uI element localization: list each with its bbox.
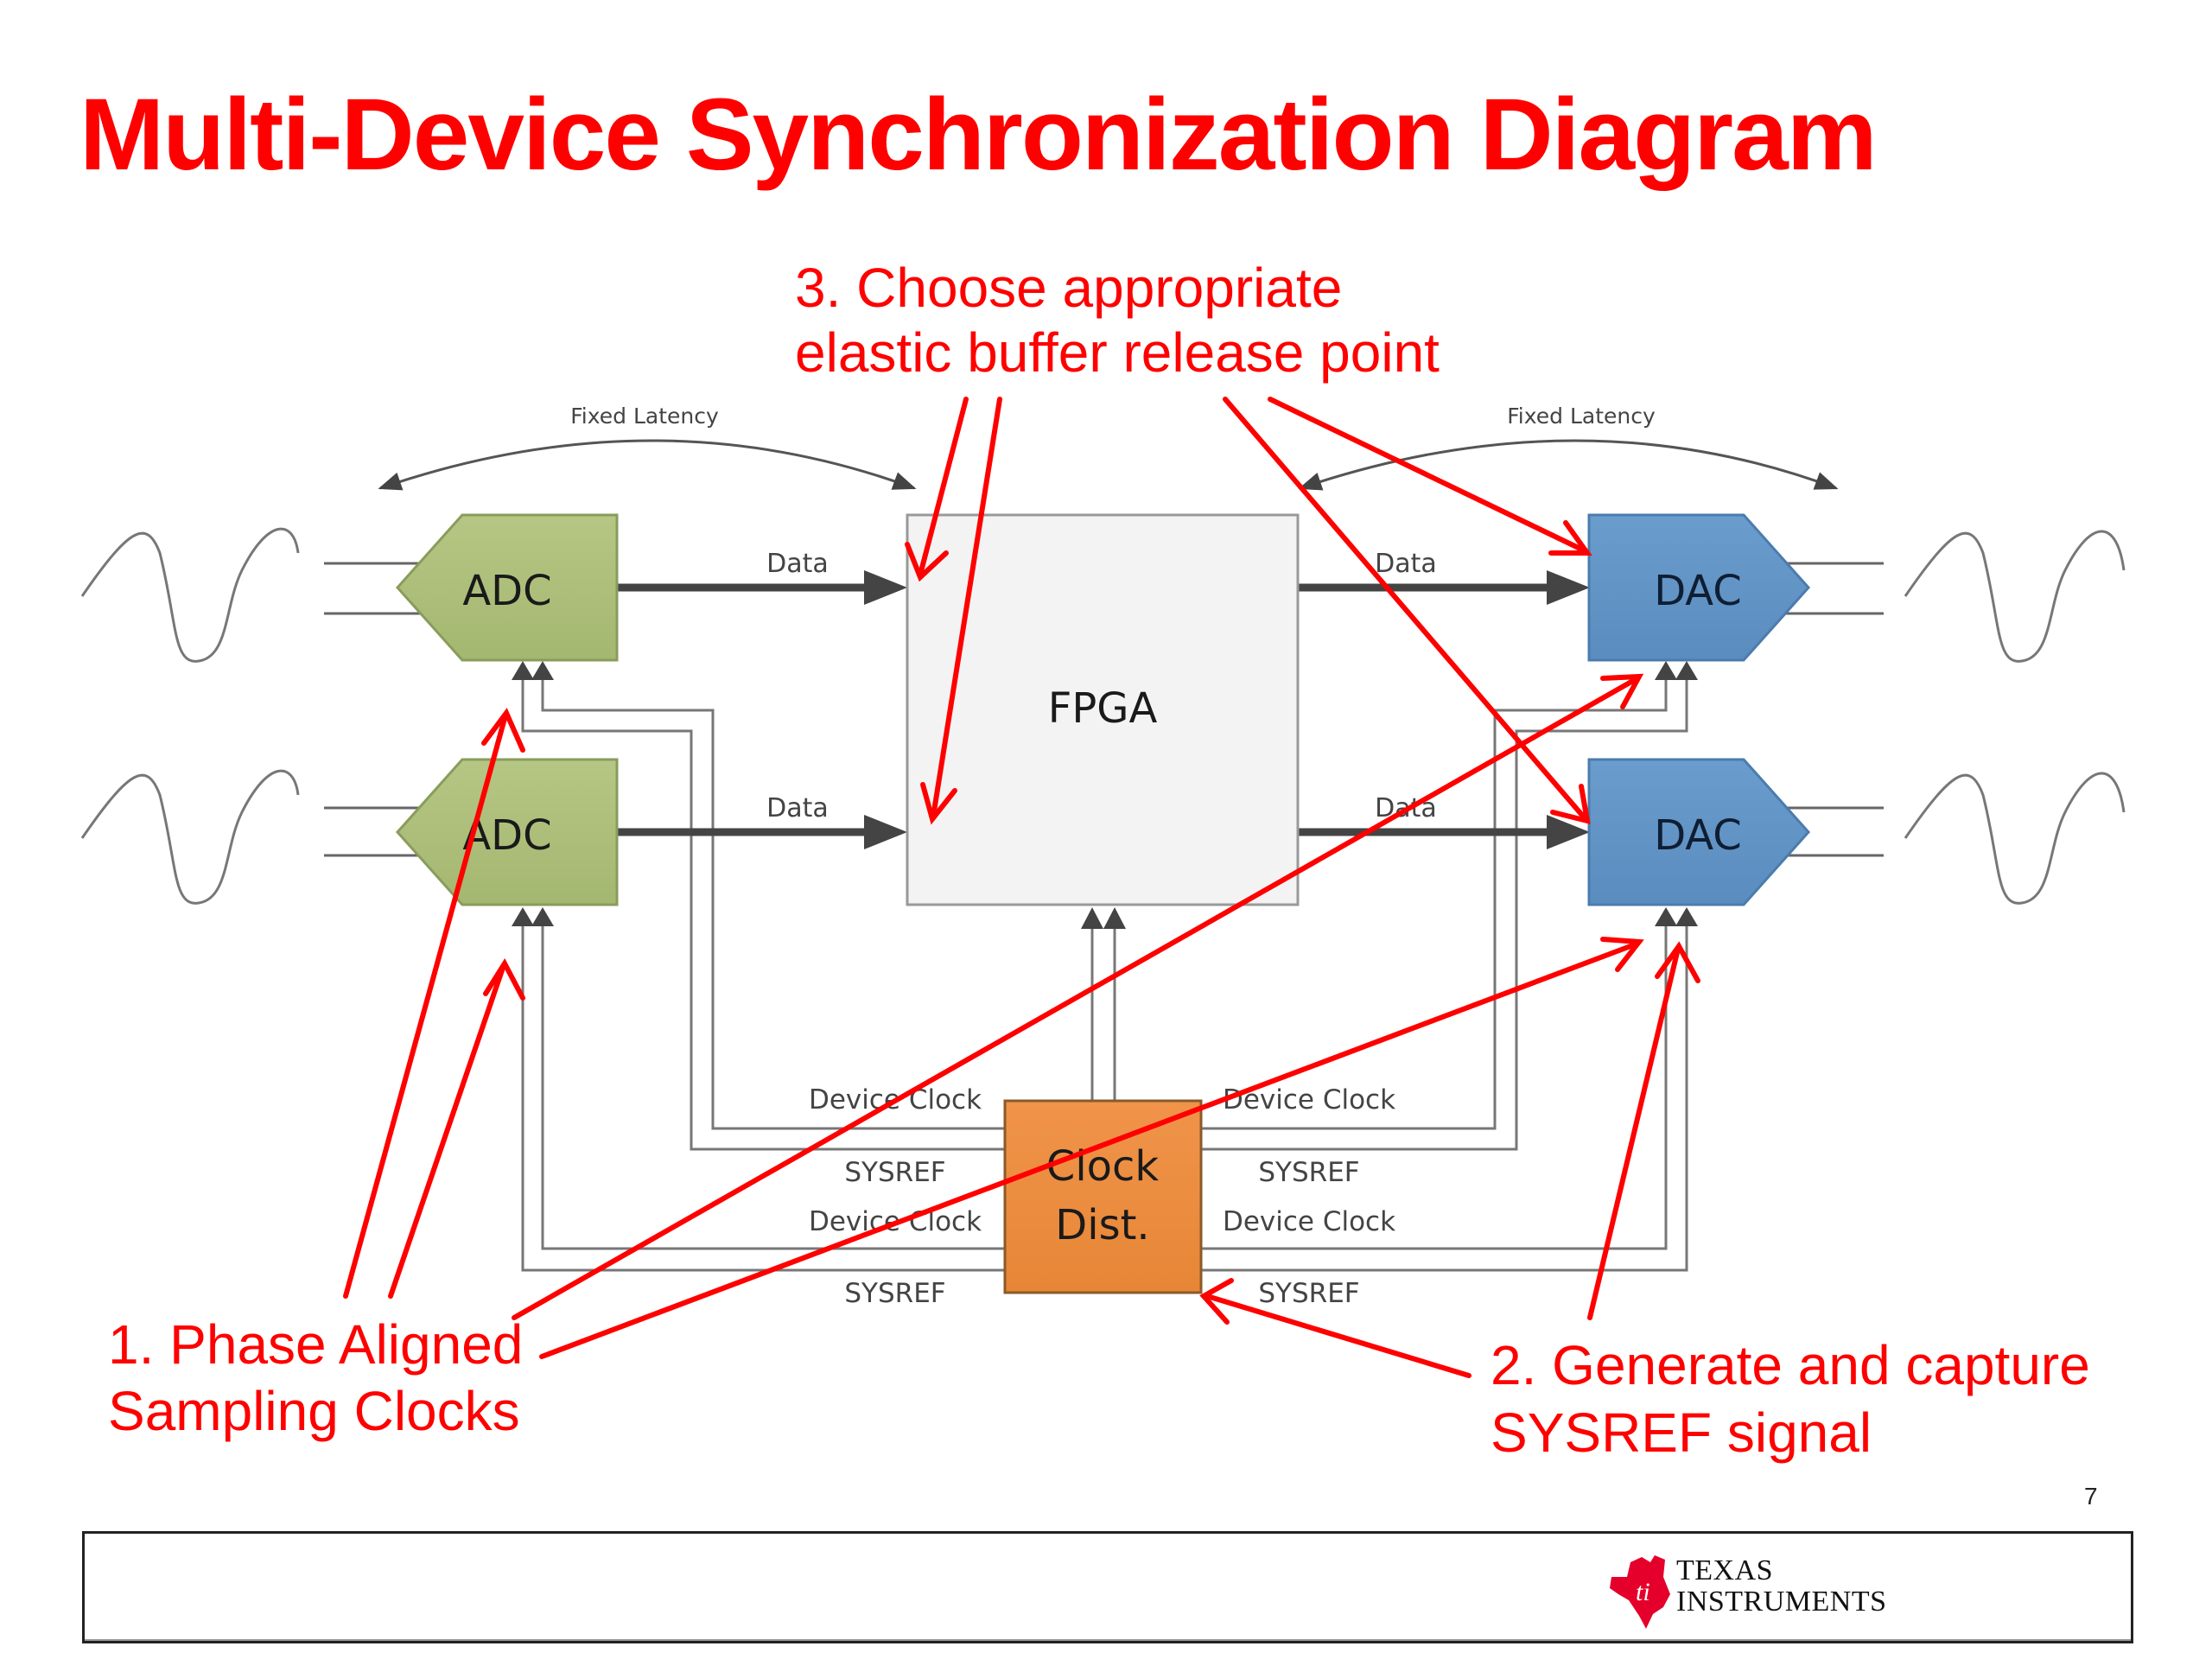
annotation-step1: 1. Phase Aligned — [108, 1313, 523, 1376]
footer-bar — [82, 1531, 2133, 1643]
ti-logo-text: Texas Instruments — [1676, 1555, 1887, 1618]
fixed-latency-label: Fixed Latency — [570, 404, 719, 429]
svg-text:ti: ti — [1636, 1578, 1650, 1606]
clock-dist-block: Clock Dist. — [1003, 1099, 1203, 1294]
annotation-step2: SYSREF signal — [1491, 1402, 1872, 1464]
dac-block-bottom: DAC — [1587, 758, 1811, 906]
page-number: 7 — [2084, 1483, 2098, 1510]
clock-dist-label: Clock — [1046, 1142, 1160, 1191]
dac-label: DAC — [1654, 567, 1742, 615]
annotation-arrows — [343, 397, 1700, 1378]
fpga-label: FPGA — [1048, 684, 1158, 733]
adc-label: ADC — [462, 567, 551, 615]
annotation-step2: 2. Generate and capture — [1491, 1334, 2090, 1396]
sysref-label: SYSREF — [844, 1157, 945, 1188]
dac-label: DAC — [1654, 811, 1742, 860]
dac-block-top: DAC — [1587, 513, 1811, 662]
fixed-latency-right: Fixed Latency — [1298, 404, 1839, 491]
sine-wave-icon — [1904, 530, 2126, 663]
sysref-label: SYSREF — [1258, 1157, 1359, 1188]
fpga-block: FPGA — [906, 513, 1300, 906]
logo-line-1: Texas — [1676, 1554, 1774, 1586]
data-label: Data — [766, 793, 829, 823]
adc-block-top: ADC — [395, 513, 619, 662]
adc-block-bottom: ADC — [395, 758, 619, 906]
slide-title: Multi-Device Synchronization Diagram — [79, 78, 1878, 192]
fixed-latency-label: Fixed Latency — [1507, 404, 1656, 429]
clock-dist-label: Dist. — [1055, 1201, 1149, 1249]
annotation-step3: 3. Choose appropriate — [795, 257, 1342, 319]
sine-wave-icon — [80, 527, 300, 663]
sine-wave-icon — [80, 769, 300, 905]
fixed-latency-left: Fixed Latency — [378, 404, 917, 491]
device-clock-label: Device Clock — [1223, 1206, 1395, 1237]
data-label: Data — [1375, 549, 1437, 579]
clock-routing — [521, 680, 1688, 1272]
annotation-step3: elastic buffer release point — [795, 321, 1440, 384]
sine-wave-icon — [1904, 772, 2126, 905]
sysref-label: SYSREF — [844, 1278, 945, 1309]
logo-line-2: Instruments — [1676, 1586, 1887, 1618]
data-label: Data — [766, 549, 829, 579]
annotation-step1: Sampling Clocks — [108, 1380, 520, 1442]
sysref-label: SYSREF — [1258, 1278, 1359, 1309]
ti-logo-icon: ti — [1610, 1555, 1670, 1629]
